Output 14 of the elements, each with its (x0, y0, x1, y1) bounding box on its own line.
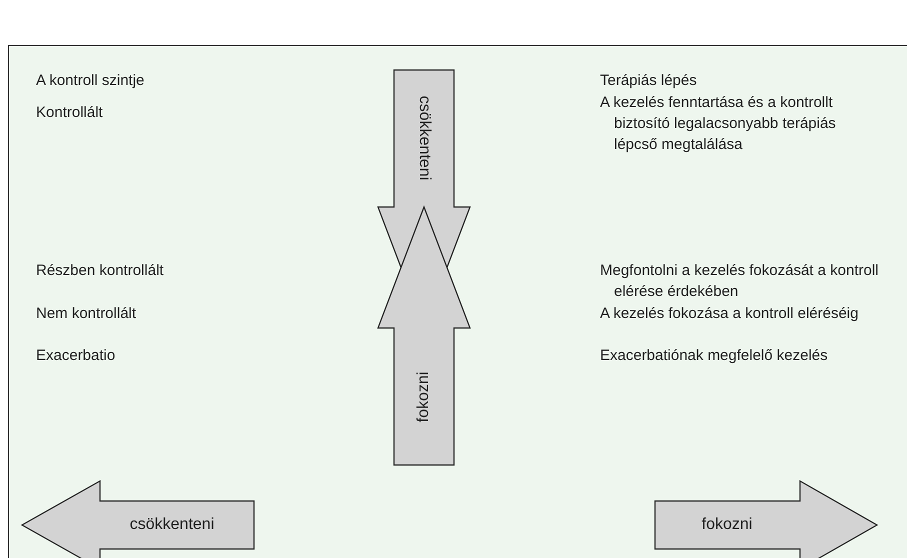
arrow-label: csökkenteni (130, 516, 214, 534)
therapy-text: Megfontolni a kezelés fokozását a kontroll elérése érdekében (600, 261, 879, 302)
row-label: Kontrollált (36, 103, 104, 123)
arrow-label: fokozni (415, 372, 433, 422)
therapy-text: A kezelés fenntartása és a kontrollt biztosító legalacsonyabb terápiás lépcső megtalálása (600, 93, 837, 155)
therapy-text: Exacerbatiónak megfelelő kezelés (600, 346, 829, 366)
row-label: A kontroll szintje (36, 71, 146, 91)
row-label: Nem kontrollált (36, 304, 138, 324)
row-label: Részben kontrollált (36, 261, 165, 281)
arrow-label: fokozni (702, 516, 752, 534)
therapy-text: A kezelés fokozása a kontroll eléréséig (600, 304, 860, 324)
therapy-text: Terápiás lépés (600, 71, 698, 91)
row-label: Exacerbatio (36, 346, 116, 366)
arrow-label: csökkenteni (415, 96, 433, 180)
